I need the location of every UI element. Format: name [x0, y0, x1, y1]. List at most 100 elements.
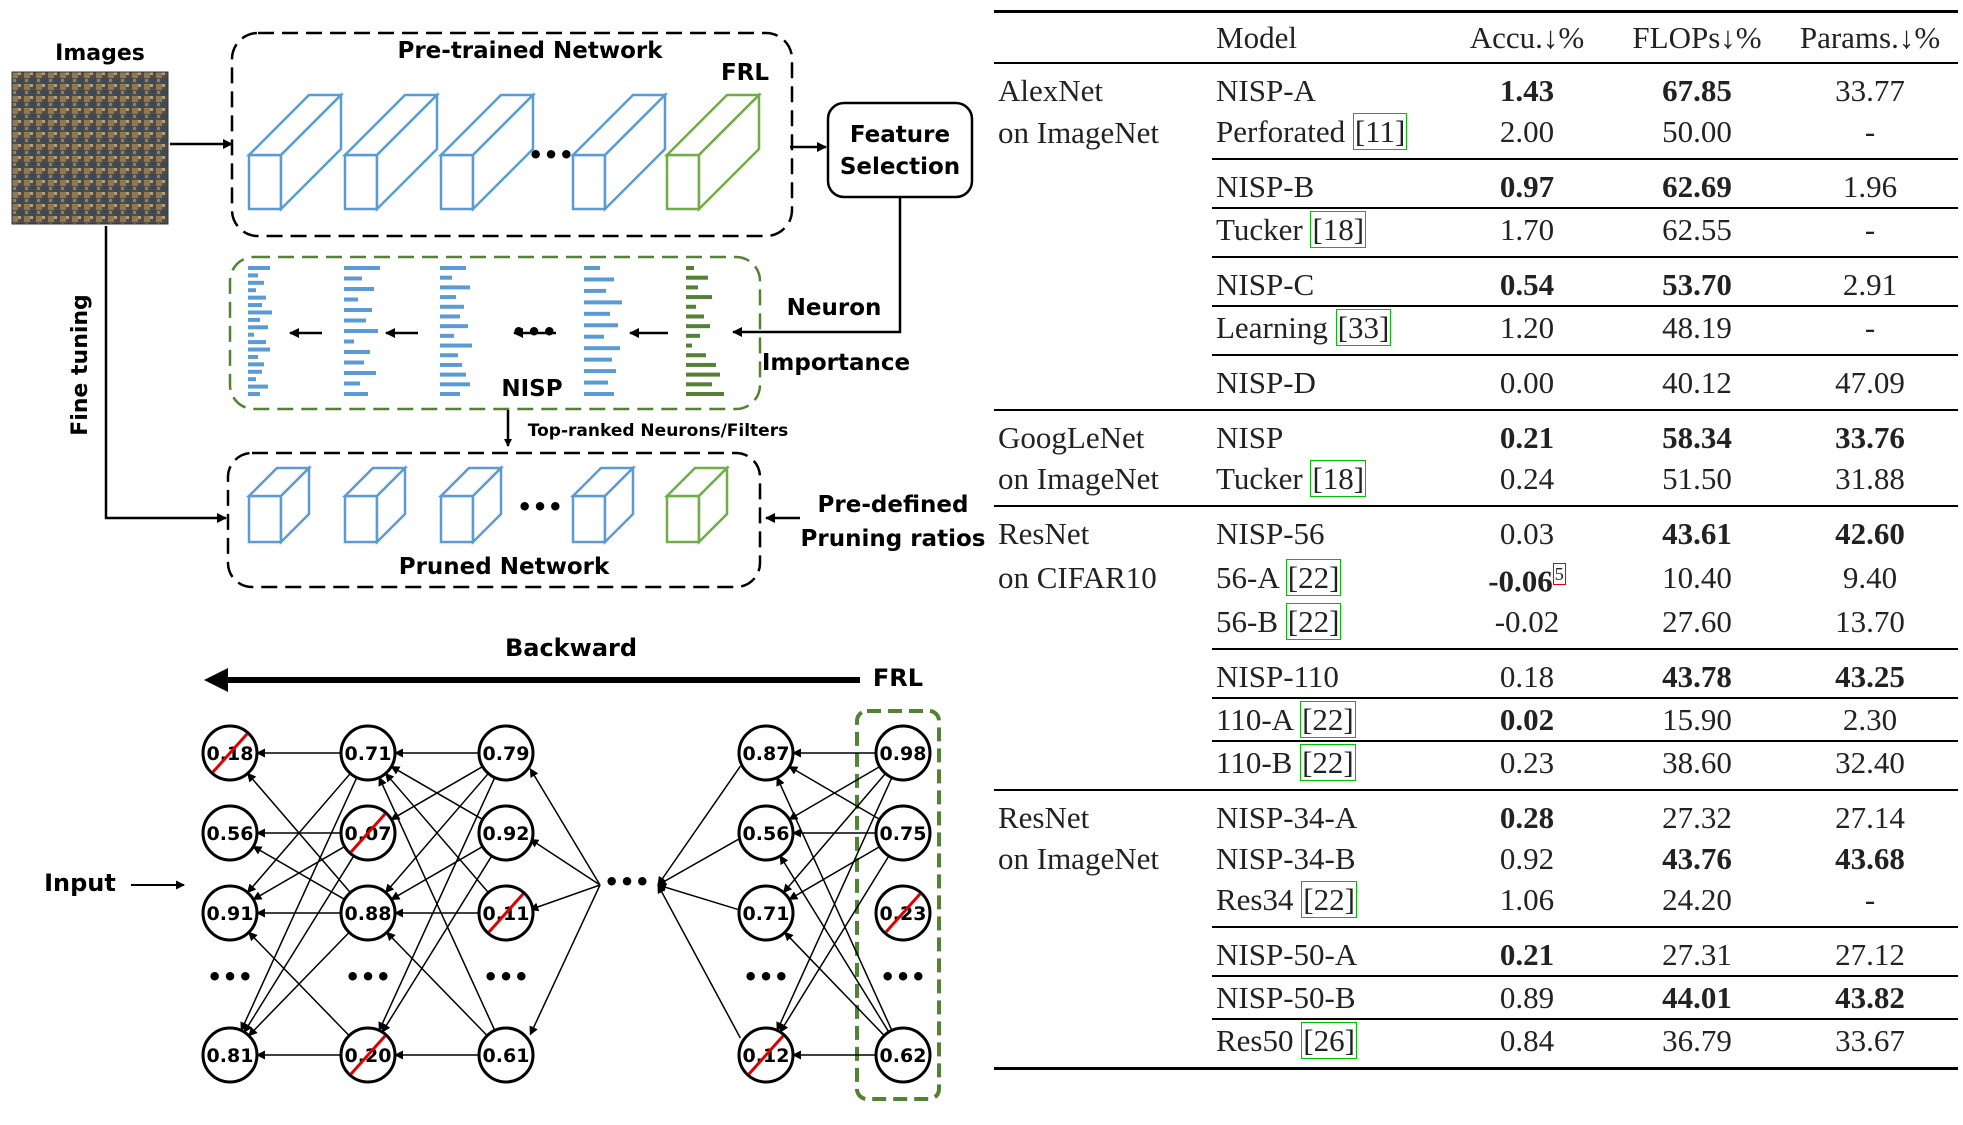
prune-slash [747, 1034, 785, 1076]
neuron-ellipsis: ••• [880, 963, 926, 991]
middle-ellipsis: ••• [604, 868, 650, 896]
params-cell: 43.82 [1782, 975, 1958, 1020]
accu-cell: 0.03 [1499, 516, 1555, 551]
params-cell: 2.30 [1782, 697, 1958, 742]
params-cell: 9.40 [1842, 560, 1898, 596]
neuron-value: 0.61 [483, 1045, 530, 1067]
citation-link[interactable]: [33] [1335, 309, 1392, 346]
dataset-cell [994, 927, 1212, 976]
accu-cell: 0.23 [1442, 740, 1612, 791]
citation-link[interactable]: [22] [1285, 603, 1342, 641]
citation-link[interactable]: [22] [1300, 744, 1356, 782]
header-flops: FLOPs↓% [1632, 20, 1762, 55]
importance-bar [248, 392, 260, 396]
model-cell: Learning [33] [1212, 305, 1442, 355]
importance-bar [344, 308, 372, 312]
model-cell: NISP-50-A [1212, 926, 1442, 977]
importance-bar [686, 343, 692, 348]
citation-link[interactable]: [22] [1285, 559, 1342, 597]
citation-link[interactable]: [11] [1352, 113, 1408, 150]
layer-cube-pruned [437, 464, 505, 546]
flops-cell: 36.79 [1612, 1018, 1782, 1069]
header-accu: Accu.↓% [1469, 20, 1585, 55]
neuron: 0.56 [737, 804, 795, 862]
accu-cell: 1.70 [1442, 207, 1612, 257]
neuron-label: Neuron [787, 295, 882, 321]
importance-bar [248, 273, 258, 278]
citation-link[interactable]: [22] [1301, 881, 1357, 919]
neuron-value: 0.75 [880, 823, 927, 845]
importance-bar [344, 329, 378, 333]
citation-link[interactable]: [22] [1300, 701, 1356, 739]
model-cell: NISP [1216, 420, 1284, 455]
importance-bar [686, 314, 704, 319]
importance-bar [440, 266, 466, 270]
citation-link[interactable]: [18] [1310, 460, 1367, 497]
neuron-value: 0.62 [880, 1045, 927, 1067]
accu-cell: 0.02 [1442, 697, 1612, 742]
predefined-line2: Pruning ratios [801, 526, 986, 552]
dataset-cell [994, 879, 1212, 927]
flops-cell: 50.00 [1662, 114, 1732, 149]
neuron: 0.61 [477, 1026, 535, 1084]
dataset-cell [994, 159, 1212, 208]
dataset-cell: on CIFAR10 [998, 560, 1157, 596]
header-model: Model [1216, 20, 1297, 55]
accu-cell: 0.89 [1442, 975, 1612, 1020]
importance-bar [584, 323, 618, 328]
params-cell: 42.60 [1835, 516, 1905, 551]
importance-bar [440, 304, 464, 309]
flops-cell: 27.60 [1662, 604, 1732, 640]
importance-bar [584, 357, 612, 362]
citation-link[interactable]: [18] [1310, 211, 1367, 248]
table-header-row: Model Accu.↓% FLOPs↓% Params.↓% [994, 11, 1958, 63]
accu-cell: 0.54 [1442, 256, 1612, 306]
importance-bar [440, 295, 456, 300]
importance-bar [344, 276, 362, 281]
neuron: 0.87 [737, 724, 795, 782]
params-cell: - [1782, 305, 1958, 355]
model-cell: Tucker [18] [1212, 207, 1442, 257]
neuron: 0.75 [874, 804, 932, 862]
importance-bar [584, 334, 604, 339]
flops-cell: 58.34 [1662, 420, 1732, 455]
footnote-link[interactable]: 5 [1552, 563, 1566, 585]
importance-bar [344, 339, 354, 344]
params-cell: - [1864, 114, 1876, 149]
header-params: Params.↓% [1799, 20, 1941, 55]
importance-label: Importance [762, 350, 910, 376]
prune-slash [884, 892, 922, 934]
layer-cube [245, 91, 345, 213]
neuron: 0.71 [339, 724, 397, 782]
citation-link[interactable]: [26] [1301, 1022, 1357, 1060]
model-cell: NISP-A [1216, 73, 1316, 108]
bars-ellipsis: ••• [511, 318, 557, 346]
importance-bar [686, 362, 716, 367]
model-cell: NISP-110 [1212, 648, 1442, 699]
importance-bar [344, 371, 376, 375]
importance-bar [344, 360, 364, 365]
flops-cell: 62.69 [1612, 158, 1782, 208]
importance-bar [686, 275, 708, 280]
importance-bar [440, 275, 452, 280]
backprop-diagram: Backward FRL Input 0.180.560.910.81•••0.… [44, 634, 941, 1101]
flops-cell: 38.60 [1612, 740, 1782, 791]
importance-bar [440, 343, 472, 348]
importance-bar [686, 372, 720, 377]
flops-cell: 62.55 [1612, 207, 1782, 257]
layer-cube-pruned [341, 464, 409, 546]
prune-slash [349, 812, 387, 854]
prune-slash [487, 892, 525, 934]
model-cell: Res50 [26] [1212, 1018, 1442, 1069]
flops-cell: 51.50 [1662, 461, 1732, 496]
